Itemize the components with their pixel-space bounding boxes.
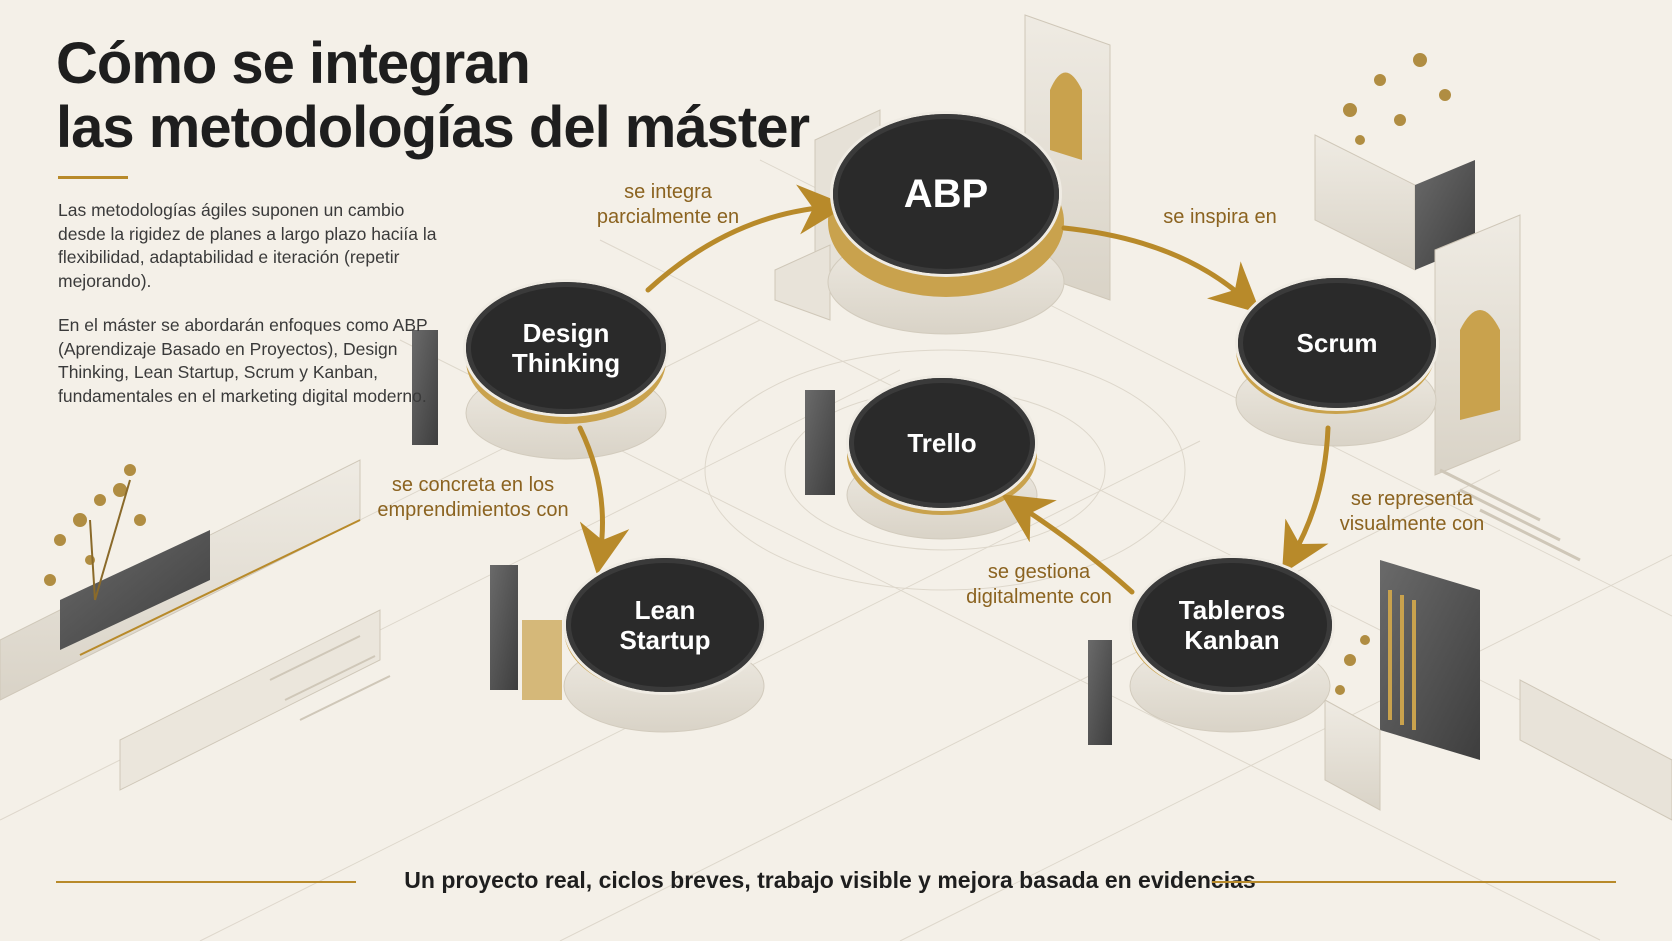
- node-trello-label: Trello: [907, 427, 977, 458]
- title-line-1: Cómo se integran: [56, 31, 531, 96]
- arrow-abp-to-scrum: [1061, 225, 1261, 314]
- edge-label-abp-to-scrum: se inspira en: [1163, 206, 1277, 228]
- node-trello: Trello: [849, 378, 1035, 508]
- node-scrum: Scrum: [1238, 278, 1436, 408]
- page-title: Cómo se integran las metodologías del má…: [56, 32, 876, 160]
- title-underline: [58, 176, 128, 179]
- connector-arrows: [577, 184, 1331, 595]
- footer-tagline: Un proyecto real, ciclos breves, trabajo…: [404, 867, 1256, 893]
- footer-rule-right: [1212, 881, 1616, 883]
- title-line-2: las metodologías del máster: [56, 95, 810, 160]
- node-lean-startup: Lean Startup: [566, 558, 764, 692]
- plant-left: [44, 464, 146, 601]
- arrow-dt-to-abp: [645, 184, 848, 293]
- node-scrum-label: Scrum: [1296, 327, 1378, 358]
- right-structures: [805, 134, 1672, 821]
- plant-right: [1335, 53, 1451, 695]
- footer-rule-left: [56, 881, 356, 883]
- node-tableros-kanban: Tableros Kanban: [1132, 558, 1332, 692]
- node-design-thinking-label: Design Thinking: [511, 318, 621, 378]
- node-lean-startup-label: Lean Startup: [619, 595, 711, 655]
- arrow-kanban-to-trello: [1001, 494, 1135, 595]
- edge-label-kanban-to-trello: se gestiona digitalmente con: [966, 561, 1112, 608]
- node-abp-label: ABP: [903, 171, 989, 216]
- arrow-scrum-to-kanban: [1281, 425, 1331, 575]
- node-design-thinking: Design Thinking: [466, 282, 666, 414]
- arrow-dt-to-lean: [577, 425, 630, 575]
- intro-paragraph-2: En el máster se abordarán enfoques como …: [58, 315, 428, 406]
- edge-label-dt-to-lean: se concreta en los emprendimientos con: [377, 474, 569, 521]
- node-abp: ABP: [833, 114, 1059, 274]
- node-tableros-kanban-label: Tableros Kanban: [1178, 595, 1286, 655]
- intro-paragraph-1: Las metodologías ágiles suponen un cambi…: [58, 200, 437, 291]
- edge-label-dt-to-abp: se integra parcialmente en: [596, 181, 740, 228]
- left-wall: [0, 330, 562, 791]
- edge-label-scrum-to-kanban: se representa visualmente con: [1339, 488, 1485, 535]
